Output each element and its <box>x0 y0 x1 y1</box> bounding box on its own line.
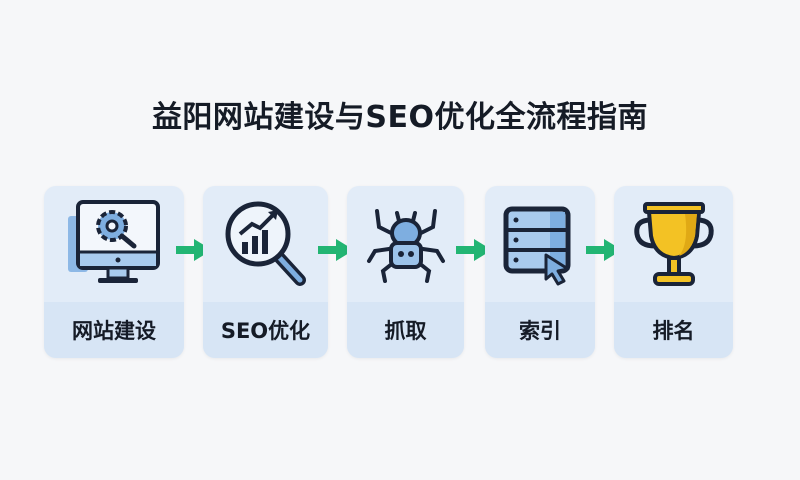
step-label: 抓取 <box>347 302 464 358</box>
arrow-right-icon <box>586 239 622 261</box>
magnifier-chart-icon <box>225 201 306 286</box>
page-title: 益阳网站建设与SEO优化全流程指南 <box>151 100 649 135</box>
step-card-index: 索引 <box>485 186 595 358</box>
spider-icon <box>366 209 445 283</box>
step-label: 索引 <box>485 302 595 358</box>
server-cursor-icon <box>503 206 571 286</box>
step-label: SEO优化 <box>203 302 328 358</box>
step-card-seo: SEO优化 <box>203 186 328 358</box>
step-card-crawl: 抓取 <box>347 186 464 358</box>
trophy-icon <box>633 202 714 286</box>
monitor-gear-icon <box>68 200 160 283</box>
step-label: 网站建设 <box>44 302 184 358</box>
step-card-ranking: 排名 <box>614 186 733 358</box>
step-card-website-build: 网站建设 <box>44 186 184 358</box>
arrow-right-icon <box>318 239 354 261</box>
arrow-right-icon <box>456 239 492 261</box>
step-label: 排名 <box>614 302 733 358</box>
